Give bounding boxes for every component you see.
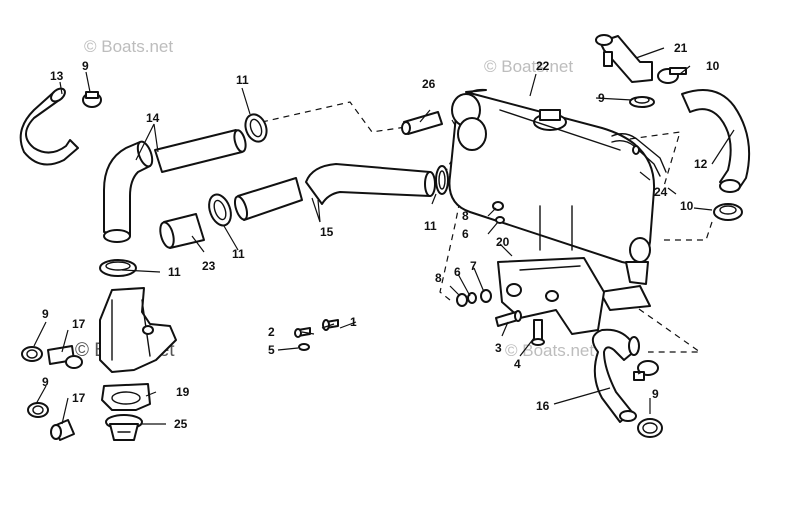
callout-19: 19: [176, 385, 190, 399]
callout-1: 1: [350, 315, 357, 329]
callout-13: 13: [50, 69, 64, 83]
watermark-top-right: © Boats.net: [484, 57, 573, 76]
callout-17-lower: 17: [72, 391, 86, 405]
callout-9-tank: 9: [598, 91, 605, 105]
callout-4: 4: [514, 357, 521, 371]
callout-24: 24: [654, 185, 668, 199]
hose-clamp-part-10-right: [713, 203, 743, 221]
callout-9-top-left: 9: [82, 59, 89, 73]
fitting-part-17-lower: [50, 419, 75, 441]
dashed-line-10: [660, 221, 713, 241]
washer-part-7: [480, 289, 492, 303]
hose-part-16: [591, 328, 640, 423]
callout-15: 15: [320, 225, 334, 239]
callout-6-upper: 6: [462, 227, 469, 241]
nut-part-8-lower: [456, 293, 468, 307]
hose-clamp-part-11-top: [244, 113, 268, 143]
hose-clamp-part-9-bottom-upper: [633, 360, 659, 381]
stud-part-26: [401, 111, 443, 135]
mounting-bracket-part-20: [497, 205, 605, 335]
hose-clamp-part-11-right: [435, 165, 449, 195]
thermostat-part-25: [105, 414, 143, 441]
callout-14: 14: [146, 111, 160, 125]
callout-11-top: 11: [236, 73, 249, 87]
callout-5: 5: [268, 343, 275, 357]
callout-8-lower: 8: [435, 271, 442, 285]
u-hose-part-13: [19, 87, 79, 166]
callout-11-middle: 11: [232, 247, 245, 261]
gasket-part-19: [101, 383, 151, 411]
dashed-line-bottom: [611, 289, 702, 353]
hose-clamp-part-9-top-left: [82, 91, 102, 108]
callout-11-left: 11: [168, 265, 181, 279]
hose-part-12: [681, 89, 751, 193]
callout-16: 16: [536, 399, 550, 413]
callout-12: 12: [694, 157, 708, 171]
dashed-line-top: [261, 101, 441, 133]
straight-hose-part-14: [154, 129, 247, 173]
callout-7: 7: [470, 259, 477, 273]
callout-22: 22: [536, 59, 550, 73]
screw-part-3: [495, 310, 522, 327]
hose-clamp-part-10-top: [657, 67, 687, 84]
callout-26: 26: [422, 77, 436, 91]
callout-17-upper: 17: [72, 317, 86, 331]
fitting-part-17-upper: [47, 345, 83, 369]
callout-11-right: 11: [424, 219, 437, 233]
callout-10-right: 10: [680, 199, 694, 213]
callout-9-left-lower: 9: [42, 375, 49, 389]
hose-clamp-part-9-tank: [629, 96, 655, 108]
bolt-part-4: [531, 319, 545, 346]
hose-clamp-part-9-left-lower: [27, 402, 49, 418]
hose-part-15-left: [233, 177, 303, 221]
callout-9-bottom-right: 9: [652, 387, 659, 401]
dashed-line-24: [607, 131, 681, 187]
hose-clamp-part-11-middle: [208, 193, 232, 227]
screw-part-2: [294, 327, 311, 338]
callout-20: 20: [496, 235, 510, 249]
callout-9-left-upper: 9: [42, 307, 49, 321]
pipe-part-24: [611, 133, 667, 177]
elbow-hose-part-14: [103, 140, 154, 243]
callout-8-upper: 8: [462, 209, 469, 223]
nut-part-5: [298, 343, 310, 351]
callout-21: 21: [674, 41, 688, 55]
hose-part-15-right: [305, 163, 436, 205]
callout-10-top: 10: [706, 59, 720, 73]
watermark-top-left: © Boats.net: [84, 37, 173, 56]
callout-25: 25: [174, 417, 188, 431]
hose-coupler-part-23: [159, 213, 205, 249]
thermostat-housing: [99, 287, 177, 373]
callout-6-lower: 6: [454, 265, 461, 279]
callout-23: 23: [202, 259, 216, 273]
callout-3: 3: [495, 341, 502, 355]
washer-part-6-upper: [495, 216, 505, 224]
callout-2: 2: [268, 325, 275, 339]
hose-clamp-part-9-left-upper: [21, 346, 43, 362]
tube-part-21: [595, 34, 653, 83]
hose-clamp-part-9-bottom-lower: [637, 418, 663, 438]
hose-clamp-part-11-lower-left: [99, 259, 137, 277]
